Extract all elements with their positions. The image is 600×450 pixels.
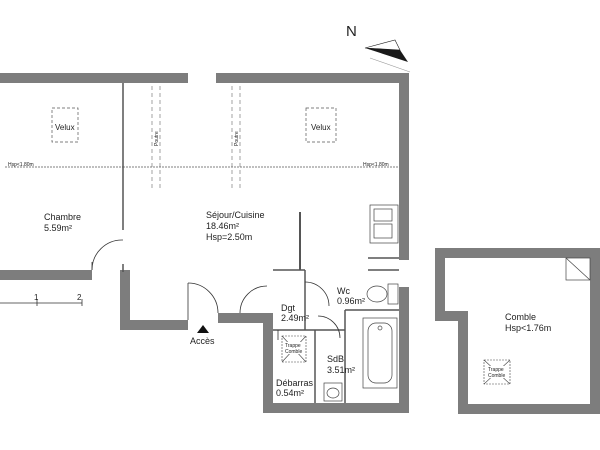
room-comble-height: Hsp<1.76m	[505, 323, 551, 333]
trappe-label-2a: Trappe	[488, 367, 504, 373]
door-entrance	[187, 282, 219, 314]
velux-label-2: Velux	[311, 123, 331, 132]
scale-tick-2: 2	[77, 293, 82, 302]
room-dgt-name: Dgt	[281, 303, 296, 313]
room-chambre-name: Chambre	[44, 212, 81, 222]
hsp-right-label: Hsp<1.80m	[363, 162, 389, 168]
velux-windows	[51, 107, 337, 143]
hsp-left-label: Hsp<1.80m	[8, 162, 34, 168]
poutre-label-1: Poutre	[154, 131, 160, 146]
toilet-icon	[366, 283, 399, 305]
comble-walls	[435, 248, 600, 414]
door-dgt	[239, 285, 268, 314]
door-sdb	[317, 315, 341, 339]
room-debarras-name: Débarras	[276, 378, 314, 388]
bathtub-icon	[362, 317, 398, 389]
door-chambre	[91, 239, 124, 271]
room-wc-name: Wc	[337, 286, 350, 296]
trappe-label-2b: Comble	[488, 373, 505, 379]
beams	[151, 86, 241, 188]
scale-tick-1: 1	[34, 293, 39, 302]
partitions	[5, 83, 399, 403]
room-sdb-name: SdB	[327, 354, 344, 364]
velux-label-1: Velux	[55, 123, 75, 132]
north-letter: N	[346, 23, 357, 40]
room-sejour-name: Séjour/Cuisine	[206, 210, 265, 220]
door-wc	[304, 281, 330, 307]
entrance-label: Accès	[190, 336, 215, 346]
main-walls	[0, 73, 409, 413]
entrance-arrow-icon	[197, 325, 209, 333]
trappe-label-1a: Trappe	[285, 343, 301, 349]
comble-fixture	[565, 257, 591, 281]
north-arrow-icon	[365, 48, 408, 62]
room-comble-name: Comble	[505, 312, 536, 322]
room-sejour-area: 18.46m²	[206, 221, 239, 231]
scale-bar	[0, 299, 83, 306]
room-chambre-area: 5.59m²	[44, 223, 72, 233]
room-debarras-area: 0.54m²	[276, 388, 304, 398]
doors	[91, 239, 341, 340]
room-sejour-height: Hsp=2.50m	[206, 232, 252, 242]
room-sdb-area: 3.51m²	[327, 365, 355, 375]
kitchen-sink	[369, 204, 399, 244]
room-wc-area: 0.96m²	[337, 296, 365, 306]
trappe-label-1b: Comble	[285, 349, 302, 355]
north-arrow: N	[346, 23, 411, 73]
room-dgt-area: 2.49m²	[281, 313, 309, 323]
poutre-label-2: Poutre	[234, 131, 240, 146]
bathroom-sink-icon	[323, 382, 343, 402]
